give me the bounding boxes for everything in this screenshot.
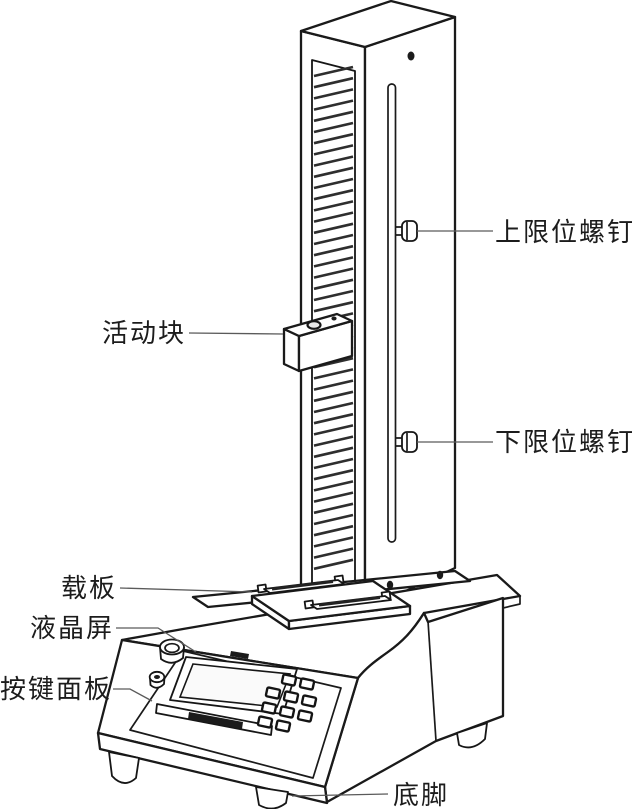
right-box-edge — [427, 620, 437, 742]
keypad-key — [282, 690, 300, 704]
foot-middle — [255, 786, 289, 809]
keypad-key — [296, 709, 314, 723]
label-base-feet: 底脚 — [393, 781, 449, 809]
keypad-key — [300, 694, 318, 708]
column-top-face — [299, 0, 457, 49]
keypad-key — [278, 705, 296, 719]
load-plate — [250, 574, 412, 631]
keypad — [256, 673, 318, 733]
keypad-key — [274, 719, 292, 733]
guide-slot — [387, 83, 397, 543]
brand-logo — [230, 651, 249, 659]
label-load-plate: 载板 — [61, 574, 117, 603]
brand-text — [188, 712, 243, 729]
keypad-key — [260, 701, 278, 715]
rack-teeth — [313, 65, 354, 571]
adjust-knob — [159, 638, 185, 664]
label-movable-block: 活动块 — [102, 319, 186, 348]
foot-left — [108, 751, 140, 784]
label-keypad-panel: 按键面板 — [0, 675, 112, 704]
base-front-right-face — [323, 596, 505, 804]
label-lcd-screen: 液晶屏 — [30, 614, 114, 643]
keypad-key — [280, 673, 298, 687]
keypad-key — [298, 677, 316, 691]
leader-lines — [113, 230, 493, 797]
feet — [108, 722, 488, 809]
deck-bolt-right — [436, 570, 444, 580]
leader-keypad-panel — [113, 688, 153, 702]
label-strip — [155, 703, 273, 736]
block-hole — [306, 320, 322, 330]
clamp-rail-back — [256, 574, 345, 594]
foot-right — [456, 722, 488, 749]
movable-block — [282, 312, 354, 373]
clamp-rail-front — [303, 590, 392, 610]
label-lower-limit-screw: 下限位螺钉 — [495, 428, 635, 457]
mount-hole — [407, 51, 415, 61]
block-pin-hole — [331, 316, 337, 321]
label-upper-limit-screw: 上限位螺钉 — [495, 218, 635, 247]
lcd-screen — [169, 651, 298, 715]
leader-base-feet — [291, 793, 389, 797]
column — [299, 0, 457, 612]
upper-limit-screw — [395, 220, 418, 242]
part-labels: 上限位螺钉 活动块 下限位螺钉 载板 液晶屏 按键面板 底脚 — [0, 218, 635, 809]
deck-bolt-left — [386, 580, 394, 590]
leader-movable-block — [188, 332, 284, 335]
keypad-key — [256, 715, 274, 729]
console — [129, 638, 342, 779]
leader-lcd-screen — [116, 627, 197, 653]
leader-load-plate — [119, 587, 253, 593]
keypad-key — [264, 686, 282, 700]
power-knob — [148, 670, 166, 689]
console-skirt — [96, 731, 329, 805]
column-right-face — [363, 15, 457, 612]
